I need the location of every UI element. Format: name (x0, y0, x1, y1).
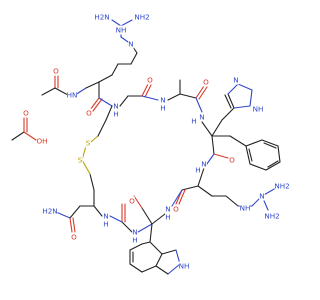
atom-label-bg (160, 95, 166, 105)
atom-label-indole-nh: NH (179, 262, 190, 271)
atom-label-arg1-n: N (128, 40, 133, 49)
atom-label-trp-n: N (132, 228, 137, 237)
atom-label-bg (195, 165, 201, 175)
atom-label-bg (23, 108, 29, 118)
atom-label-bg (113, 101, 119, 111)
atom-label-bg (191, 116, 197, 126)
atom-label-bg (264, 211, 280, 221)
atom-label-bg (229, 155, 235, 165)
atom-label-trp-h: H (132, 236, 137, 245)
atom-label-trp-o: O (129, 197, 135, 206)
trp-side-chain (129, 223, 181, 275)
atom-label-bg (36, 136, 48, 146)
atom-label-s2: S (86, 139, 91, 148)
atom-label-his-nh-bottom: N (199, 113, 204, 122)
atom-label-arg1-nh2-right: NH2 (134, 13, 149, 22)
atom-label-bg (113, 109, 119, 119)
atom-label-arg1-nh2-left: H2N (94, 13, 109, 22)
atom-label-arg2-h: H (165, 213, 170, 222)
atom-label-ala-o: O (147, 76, 153, 85)
atom-label-bg (233, 75, 239, 85)
acetyl-group (41, 75, 87, 96)
atom-label-dphe-h: H (195, 166, 200, 175)
macrocycle-backbone (79, 79, 231, 233)
atom-label-acetyl-o: O (53, 67, 59, 76)
atom-label-acetic-oh: OH (36, 137, 47, 146)
atom-label-amide-h2n: H2N (42, 207, 57, 216)
atom-label-bg (103, 211, 109, 221)
atom-label-arg2-imine-n: N (259, 192, 264, 201)
atom-label-bg (129, 196, 135, 206)
atom-label-his-h: H (191, 117, 196, 126)
atom-label-acetic-o-top: O (23, 109, 29, 118)
atom-label-bg (132, 235, 138, 245)
atom-label-bg (115, 25, 127, 35)
atom-label-bg (259, 191, 265, 201)
atom-label-arg1-co-o: O (86, 109, 92, 118)
atom-label-bg (94, 12, 110, 22)
atom-label-bg (252, 104, 264, 114)
atom-label-arg2-o: O (173, 205, 179, 214)
atom-label-dphe-n: N (201, 160, 206, 169)
atom-label-bg (165, 204, 171, 214)
atom-label-bg (239, 203, 251, 213)
atom-label-bg (201, 159, 207, 169)
atom-label-arg2-nh2-bottom: NH2 (264, 212, 279, 221)
atom-label-bg (86, 108, 92, 118)
atom-label-arg2-nh2-top: NH2 (274, 182, 289, 191)
atom-label-bg (147, 75, 153, 85)
atom-label-bg (66, 90, 78, 100)
atom-label-bg (77, 155, 83, 165)
atom-label-ala-nh: N (160, 96, 165, 105)
atom-label-amide-o: O (71, 233, 77, 242)
atom-label-arg1-nh: NH (116, 26, 127, 35)
phe-side-chain (229, 135, 281, 171)
atom-label-bg (103, 219, 109, 229)
atom-label-acetyl-nh: HN (67, 91, 78, 100)
structure-canvas: H2NNH2NHNOHNONHONHONHNNHONHSSH2NONHONHON… (11, 12, 290, 275)
atom-label-bg (199, 112, 205, 122)
atom-label-his-ring-n: N (233, 76, 238, 85)
atom-label-ala-h: H (160, 104, 165, 113)
atom-label-cys1-nh: N (113, 102, 118, 111)
acetic-acid (11, 117, 37, 141)
atom-label-bg (274, 181, 290, 191)
atom-label-arg2-n: N (165, 205, 170, 214)
atom-label-arg2-nh: NH (240, 204, 251, 213)
atom-label-bg (71, 232, 77, 242)
his-side-chain (211, 83, 253, 137)
atom-label-bg (53, 66, 59, 76)
atom-label-his-co-o: O (203, 78, 209, 87)
atom-label-bg (85, 138, 91, 148)
terminal-amide (55, 205, 81, 233)
atom-label-bg (134, 12, 150, 22)
atom-label-bg (42, 206, 58, 216)
atom-label-bg (160, 103, 166, 113)
atom-label-bg (178, 261, 190, 271)
atom-label-dphe-o: O (229, 156, 235, 165)
atom-label-bg (203, 77, 209, 87)
atom-label-bg (173, 204, 179, 214)
atom-label-his-nh: NH (253, 105, 264, 114)
atom-label-cys1-h: H (113, 110, 118, 119)
arg1-backbone (85, 74, 113, 112)
atom-label-bg (165, 212, 171, 222)
atom-label-bg (128, 39, 134, 49)
atom-label-cys2-h: H (103, 220, 108, 229)
atom-label-cys2-n: N (103, 212, 108, 221)
atom-label-bg (132, 227, 138, 237)
atom-label-s1: S (78, 156, 83, 165)
